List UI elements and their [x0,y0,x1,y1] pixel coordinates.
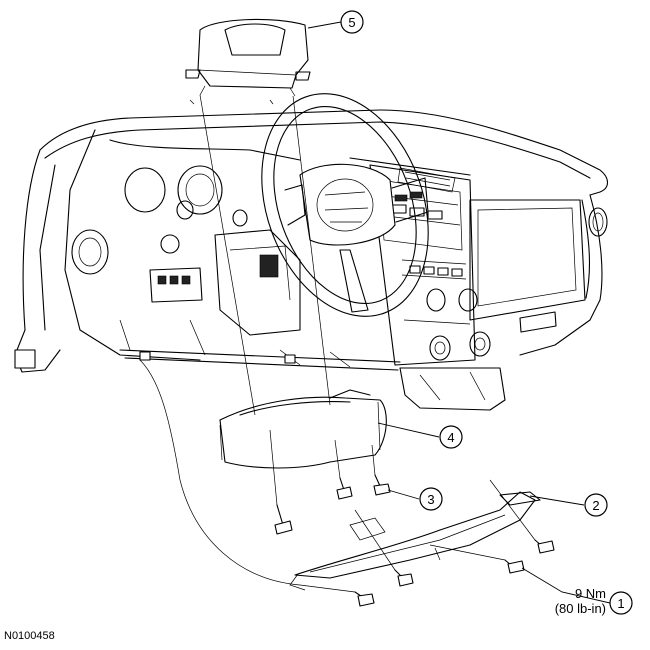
lower-column-shroud [219,389,387,469]
steering-column-opening-cover [289,491,541,591]
instrument-panel [14,109,609,411]
callout-3: 3 [387,487,443,511]
upper-column-shroud [185,18,311,97]
torque-spec-metric: 9 Nm [575,586,606,601]
callout-number: 4 [447,430,454,445]
bolt [354,591,375,607]
bolt [534,539,555,554]
callout-number: 2 [592,498,599,513]
callout-2: 2 [529,493,608,517]
callout-5: 5 [307,10,364,34]
torque-spec-imperial: (80 lb-in) [555,601,606,616]
bolt [274,504,293,535]
callout-4: 4 [377,422,463,449]
bolts [274,474,555,607]
callout-1: 1 9 Nm (80 lb-in) [521,567,633,616]
assembly-guide-lines [139,94,536,593]
bolt [373,474,391,496]
steering-wheel [261,93,429,317]
callout-number: 1 [617,596,624,611]
bolt [504,559,525,574]
bolt [336,477,353,500]
reference-code: N0100458 [4,630,55,642]
bolt [394,569,414,587]
callout-number: 5 [348,15,355,30]
callout-number: 3 [427,492,434,507]
